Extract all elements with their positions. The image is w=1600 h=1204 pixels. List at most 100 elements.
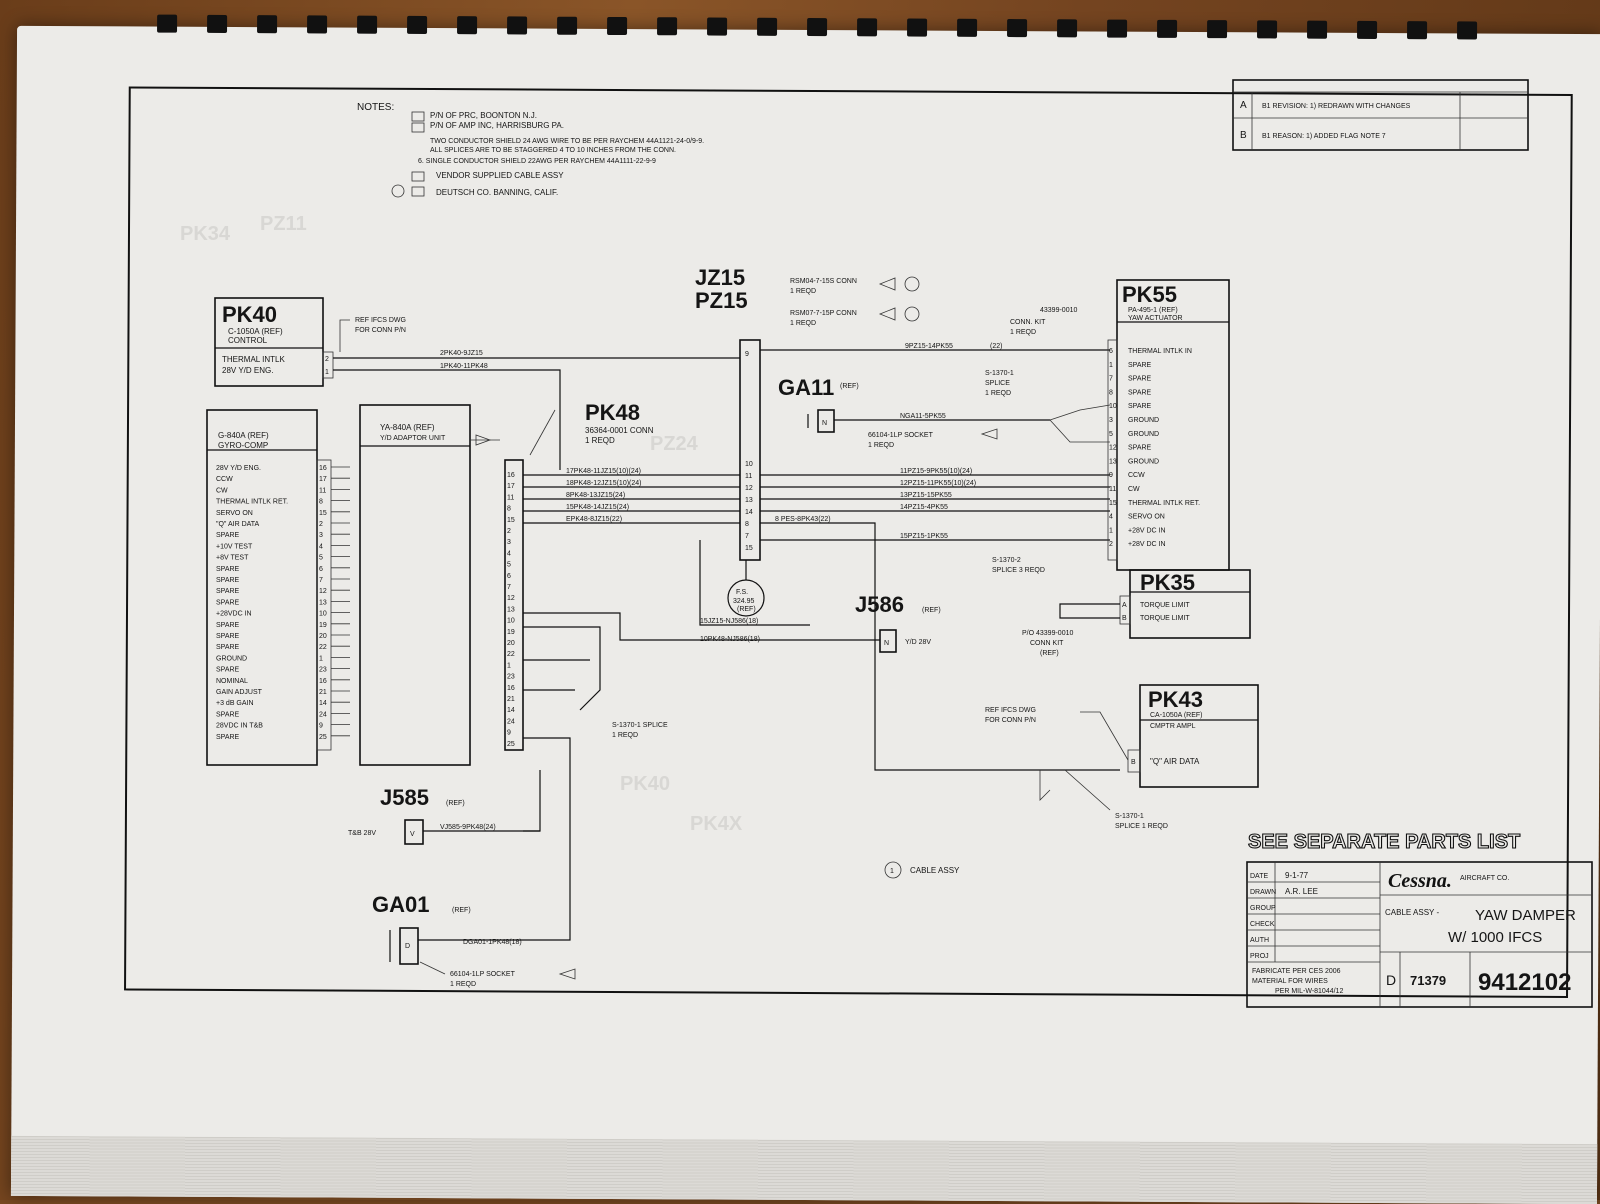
svg-text:S-1370-2: S-1370-2 — [992, 557, 1021, 564]
gyro-pin-number: 2 — [319, 521, 323, 528]
svg-text:SPLICE: SPLICE — [985, 380, 1010, 387]
svg-text:1 REQD: 1 REQD — [585, 436, 615, 445]
pk55-pin-label: GROUND — [1128, 458, 1159, 465]
drawing-number: 9412102 — [1478, 969, 1571, 996]
pk48-pin-number: 1 — [507, 662, 511, 669]
pk48-pin-number: 24 — [507, 718, 515, 725]
pk48-pin-number: 2 — [507, 528, 511, 535]
pk55-yaw-actuator: PK55 PA-495-1 (REF) YAW ACTUATOR 43399-0… — [1010, 279, 1230, 571]
svg-text:GYRO-COMP: GYRO-COMP — [218, 441, 268, 450]
svg-text:AUTH: AUTH — [1250, 937, 1269, 944]
pk55-pin-number: 12 — [1109, 445, 1117, 452]
pk40-title: PK40 — [222, 302, 277, 327]
svg-text:15JZ15-NJ586(18): 15JZ15-NJ586(18) — [700, 618, 758, 625]
svg-text:FABRICATE PER CES 2006: FABRICATE PER CES 2006 — [1252, 968, 1341, 975]
svg-text:13PZ15-15PK55: 13PZ15-15PK55 — [900, 492, 952, 499]
svg-text:CHECK: CHECK — [1250, 921, 1275, 928]
gyro-pin-number: 19 — [319, 622, 327, 629]
yd-adaptor-unit: YA-840A (REF) Y/D ADAPTOR UNIT — [359, 404, 500, 766]
gyro-pin-label: 28VDC IN T&B — [216, 723, 263, 730]
cable-assy-note: 1 CABLE ASSY — [884, 861, 960, 879]
svg-text:1 REQD: 1 REQD — [450, 981, 476, 988]
svg-text:D: D — [405, 943, 410, 950]
ga01-connector: GA01 (REF) D DGA01-1PK48(18) 66104-1LP S… — [372, 892, 576, 988]
svg-text:PZ11: PZ11 — [260, 213, 307, 235]
parts-list-stamp: SEE SEPARATE PARTS LIST — [1248, 831, 1520, 853]
pk35-pin-number: B — [1122, 615, 1127, 622]
gyro-pin-label: +10V TEST — [216, 543, 253, 550]
svg-text:REF IFCS DWG: REF IFCS DWG — [985, 707, 1036, 714]
wire-label: 1PK40-11PK48 — [440, 363, 488, 370]
svg-text:18PK48-12JZ15(10)(24): 18PK48-12JZ15(10)(24) — [566, 480, 642, 487]
gyro-comp-unit: G-840A (REF) GYRO-COMP 28V Y/D ENG.16CCW… — [206, 409, 350, 766]
svg-text:1: 1 — [890, 868, 894, 875]
svg-text:DGA01-1PK48(18): DGA01-1PK48(18) — [463, 939, 522, 946]
pk55-pin-label: SPARE — [1128, 389, 1152, 396]
svg-text:F.S.: F.S. — [736, 589, 748, 596]
flag-icon — [411, 111, 425, 122]
svg-text:YAW ACTUATOR: YAW ACTUATOR — [1128, 315, 1183, 322]
svg-text:8 PES-8PK43(22): 8 PES-8PK43(22) — [775, 516, 831, 523]
svg-text:1 REQD: 1 REQD — [868, 442, 894, 449]
svg-text:11PZ15-9PK55(10)(24): 11PZ15-9PK55(10)(24) — [900, 468, 972, 475]
svg-text:SPLICE 3 REQD: SPLICE 3 REQD — [992, 567, 1045, 574]
pz15-title: PZ15 — [695, 288, 748, 313]
pk48-pin-number: 13 — [507, 606, 515, 613]
svg-text:14: 14 — [745, 509, 753, 516]
svg-text:14PZ15-4PK55: 14PZ15-4PK55 — [900, 504, 948, 511]
fs-station-marker: F.S. 324.95 (REF) — [727, 579, 765, 617]
pk55-pin-number: 5 — [1109, 431, 1113, 438]
pk48-pin-number: 15 — [507, 517, 515, 524]
svg-text:10PK48-NJ586(18): 10PK48-NJ586(18) — [700, 636, 760, 643]
pk55-title: PK55 — [1122, 282, 1177, 307]
pk55-pin-label: CCW — [1128, 472, 1145, 479]
svg-text:P/O 43399-0010: P/O 43399-0010 — [1022, 630, 1073, 637]
pk35-pin-number: A — [1122, 602, 1127, 609]
pk55-pin-label: +28V DC IN — [1128, 527, 1166, 534]
svg-text:324.95: 324.95 — [733, 598, 755, 605]
svg-text:(REF): (REF) — [840, 383, 859, 390]
svg-text:T&B 28V: T&B 28V — [348, 830, 376, 837]
svg-text:1 REQD: 1 REQD — [790, 288, 816, 295]
gyro-pin-number: 9 — [319, 723, 323, 730]
svg-text:1 REQD: 1 REQD — [790, 320, 816, 327]
svg-text:PK40: PK40 — [620, 773, 670, 795]
svg-text:DRAWN: DRAWN — [1250, 889, 1276, 896]
j586-connector: J586 (REF) N Y/D 28V — [810, 592, 941, 653]
gyro-pin-label: SPARE — [216, 566, 240, 573]
gyro-pin-number: 21 — [319, 689, 327, 696]
notes-heading: NOTES: — [357, 102, 394, 113]
ga11-title: GA11 — [778, 375, 834, 400]
svg-text:AIRCRAFT CO.: AIRCRAFT CO. — [1460, 875, 1509, 882]
gyro-pin-number: 4 — [319, 543, 323, 550]
flag-icon — [411, 171, 425, 182]
pk55-pin-label: SPARE — [1128, 376, 1152, 383]
gyro-pin-label: +8V TEST — [216, 555, 249, 562]
gyro-pin-number: 20 — [319, 633, 327, 640]
title-label: CABLE ASSY - — [1385, 908, 1439, 917]
pk40-connector: PK40 C-1050A (REF) CONTROL THERMAL INTLK… — [214, 297, 406, 387]
flag-icon — [411, 122, 425, 133]
gyro-pin-number: 1 — [319, 655, 323, 662]
gyro-pin-number: 3 — [319, 532, 323, 539]
svg-text:13: 13 — [745, 497, 753, 504]
pk48-pin-number: 25 — [507, 741, 515, 748]
pk48-pin-number: 16 — [507, 685, 515, 692]
gyro-pin-number: 10 — [319, 611, 327, 618]
svg-text:10: 10 — [745, 461, 753, 468]
gyro-pin-label: THERMAL INTLK RET. — [216, 499, 288, 506]
note-6: 6. SINGLE CONDUCTOR SHIELD 22AWG PER RAY… — [418, 158, 656, 165]
note-deutsch: DEUTSCH CO. BANNING, CALIF. — [436, 188, 558, 197]
ga01-title: GA01 — [372, 892, 429, 917]
pk48-pin-number: 4 — [507, 550, 511, 557]
pk48-pin-number: 22 — [507, 651, 515, 658]
svg-text:Y/D ADAPTOR UNIT: Y/D ADAPTOR UNIT — [380, 435, 446, 442]
gyro-pin-label: GAIN ADJUST — [216, 689, 263, 696]
gyro-pin-number: 6 — [319, 566, 323, 573]
svg-text:PER MIL-W-81044/12: PER MIL-W-81044/12 — [1275, 988, 1343, 995]
svg-text:8PK48-13JZ15(24): 8PK48-13JZ15(24) — [566, 492, 625, 499]
flag-circle-icon — [391, 184, 405, 198]
pk55-pin-number: 6 — [1109, 348, 1113, 355]
svg-text:(REF): (REF) — [446, 800, 465, 807]
svg-text:PA-495-1 (REF): PA-495-1 (REF) — [1128, 307, 1178, 314]
